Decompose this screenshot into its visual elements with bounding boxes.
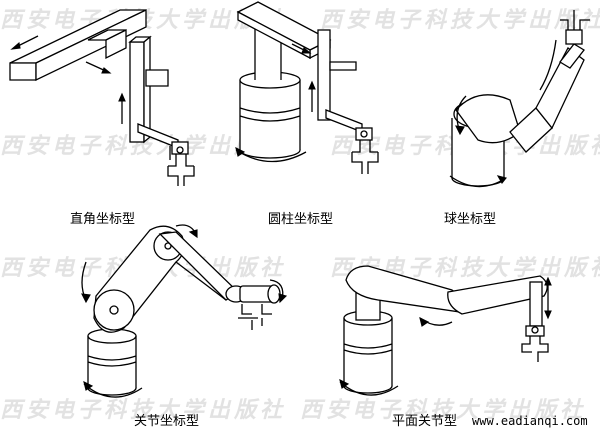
watermark-bottom-left: 西安电子科技大学出版社	[0, 397, 287, 423]
cylindrical-robot	[235, 1, 379, 174]
label-scara: 平面关节型	[392, 414, 458, 429]
label-articulated: 关节坐标型	[134, 414, 200, 429]
footer-url: www.eadianqi.com	[472, 414, 588, 428]
cartesian-robot	[9, 8, 195, 186]
articulated-robot	[81, 224, 288, 398]
watermark-bottom-right: 西安电子科技大学出版社	[300, 397, 587, 423]
label-spherical: 球坐标型	[444, 212, 497, 227]
label-cylindrical: 圆柱坐标型	[268, 212, 334, 227]
scara-robot	[339, 265, 552, 396]
label-cartesian: 直角坐标型	[70, 212, 136, 227]
spherical-robot	[449, 10, 590, 188]
watermark-top-right: 西安电子科技大学出版社	[320, 7, 600, 33]
